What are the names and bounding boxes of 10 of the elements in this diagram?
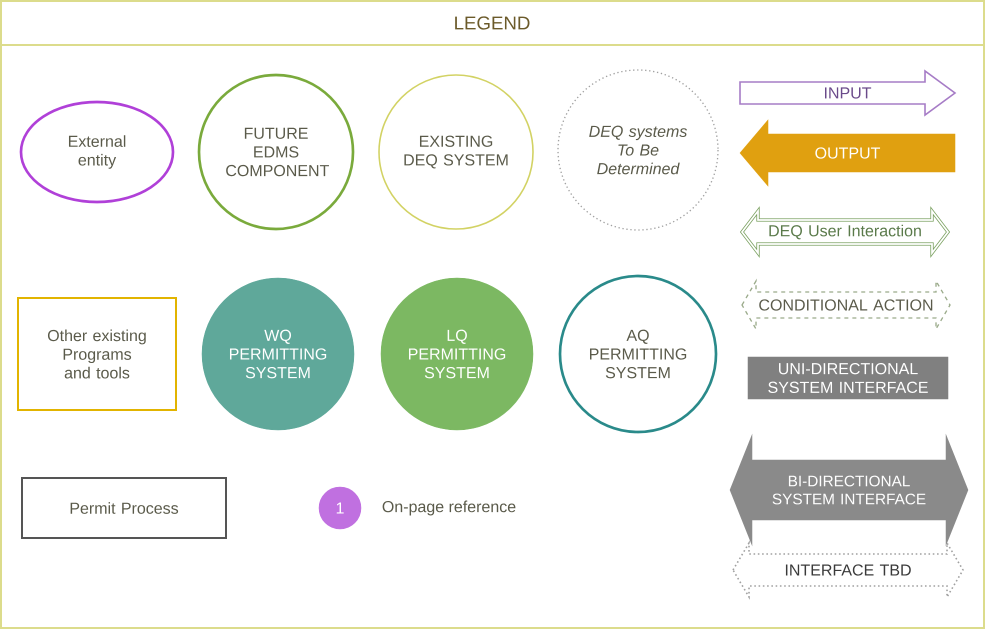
program-box: Other existing Programs and tools (17, 297, 177, 411)
reference-label: On-page reference (382, 500, 516, 516)
legend-sample: OUTPUT (740, 119, 956, 187)
legend-sample: UNI-DIRECTIONAL SYSTEM INTERFACE (748, 356, 948, 400)
legend-sample: BI-DIRECTIONAL SYSTEM INTERFACE (730, 434, 968, 546)
legend-title: LEGEND (455, 16, 530, 30)
legend-sample: INTERFACE TBD (732, 540, 964, 600)
process-box: Permit Process (21, 477, 227, 539)
legend-sample: CONDITIONAL ACTION (741, 278, 951, 332)
legend-sample: INPUT (739, 69, 956, 117)
